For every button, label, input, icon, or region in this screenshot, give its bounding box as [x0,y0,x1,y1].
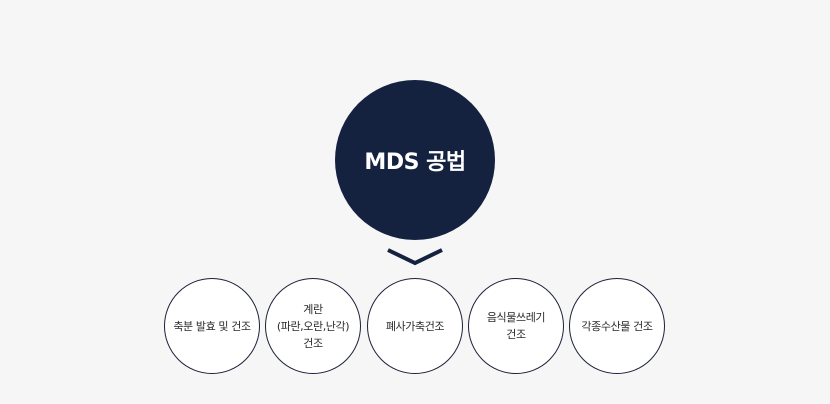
use-item: 축분 발효 및 건조 [164,278,260,374]
hub-label: MDS 공법 [364,150,466,175]
use-label: 각종수산물 건조 [581,319,653,333]
use-label: 폐사가축건조 [385,319,445,333]
use-label: 계란 (파란,오란,난각) 건조 [276,302,350,350]
use-list: 축분 발효 및 건조 계란 (파란,오란,난각) 건조 폐사가축건조 음식물쓰레… [0,278,830,378]
use-item: 계란 (파란,오란,난각) 건조 [265,278,361,374]
use-label: 음식물쓰레기 건조 [486,311,546,341]
use-item: 음식물쓰레기 건조 [468,278,564,374]
use-item: 폐사가축건조 [367,278,463,374]
chevron-down-icon [387,248,443,266]
hub-circle: MDS 공법 [335,80,495,240]
use-label: 축분 발효 및 건조 [173,319,251,333]
use-item: 각종수산물 건조 [569,278,665,374]
